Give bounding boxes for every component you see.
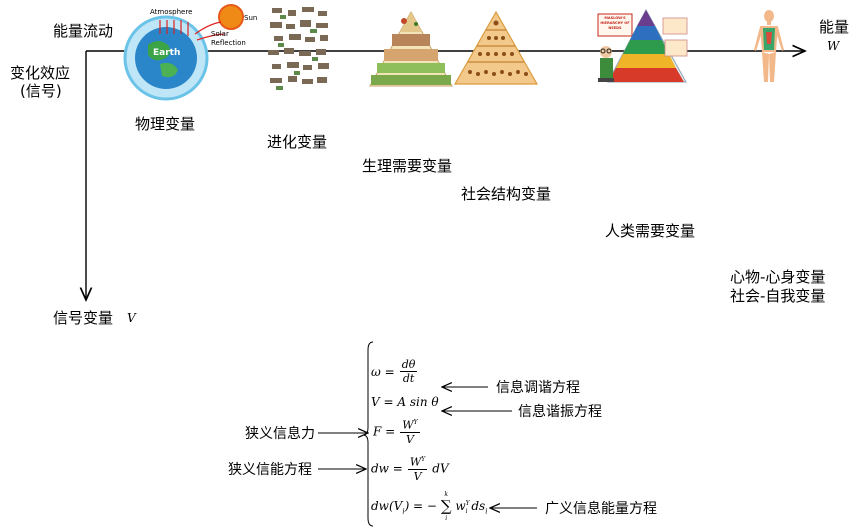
eq-dw-fraction: WY V — [407, 453, 428, 483]
eq-force: F = WY V — [373, 416, 420, 446]
stage-human-needs-label: 人类需要变量 — [605, 222, 696, 240]
eq-dw-den: V — [413, 469, 422, 483]
eq-general-sum: ∑ — [440, 497, 452, 515]
stage-social-structure-label: 社会结构变量 — [461, 185, 552, 203]
solar-text: Solar — [211, 30, 229, 38]
eq-general-sum-bottom: i — [445, 515, 448, 522]
stage-physiological-label: 生理需要变量 — [362, 157, 453, 175]
eq-general-ds-sub: i — [485, 507, 488, 516]
general-energy-label: 广义信息能量方程 — [545, 501, 657, 517]
eq-general: dw(Vi) = − k ∑ i wYi dsi — [371, 490, 487, 523]
eq-omega-den: dt — [402, 372, 415, 385]
stage-social-self-label: 社会-自我变量 — [730, 287, 826, 305]
stage-mind-body-label: 心物-心身变量 — [730, 268, 826, 286]
eq-omega-fraction: dθ dt — [399, 358, 418, 385]
eq-omega: ω = dθ dt — [371, 358, 418, 385]
energy-flow-label: 能量流动 — [53, 22, 114, 40]
narrow-force-label: 狭义信息力 — [245, 426, 315, 442]
signal-symbol: V — [127, 311, 136, 325]
eq-general-w-sub: i — [465, 508, 468, 516]
stage-evolution-label: 进化变量 — [267, 133, 328, 151]
eq-dw-tail: dV — [432, 461, 449, 476]
eq-general-ds: ds — [471, 499, 486, 513]
eq-general-w: w — [455, 499, 466, 513]
eq-dw: dw = WY V dV — [371, 453, 449, 483]
energy-symbol: W — [827, 39, 840, 53]
eq-force-num-sup: Y — [413, 419, 418, 426]
eq-force-num: W — [402, 418, 414, 432]
maslow-title-text: MASLOW'S HIERARCHY OF NEEDS — [600, 16, 630, 30]
sun-text: Sun — [244, 14, 258, 22]
signal-resonance-label: 信息谐振方程 — [518, 404, 602, 420]
eq-omega-num: dθ — [399, 358, 418, 372]
signal-paren-label: (信号) — [20, 82, 62, 100]
atmosphere-text: Atmosphere — [150, 8, 193, 16]
earth-text: Earth — [153, 48, 181, 58]
signal-tuning-label: 信息调谐方程 — [496, 380, 580, 396]
eq-general-sum-top: k — [444, 491, 448, 498]
eq-force-den: V — [405, 432, 414, 446]
energy-axis-label: 能量 — [819, 18, 850, 36]
eq-v: V = A sin θ — [371, 395, 439, 409]
eq-force-lhs: F = — [373, 424, 396, 439]
eq-dw-num-sup: Y — [421, 456, 426, 463]
signal-variable-label: 信号变量 — [53, 309, 114, 327]
eq-force-fraction: WY V — [400, 416, 420, 446]
eq-general-lhs-sub: i — [402, 507, 405, 516]
change-effect-label: 变化效应 — [10, 64, 71, 82]
eq-dw-lhs: dw = — [371, 461, 403, 476]
stage-physical-label: 物理变量 — [135, 115, 196, 133]
eq-general-close: ) = − — [404, 499, 437, 513]
eq-omega-lhs: ω = — [371, 365, 395, 379]
reflection-text: Reflection — [211, 39, 246, 47]
eq-general-w-sup: Y — [465, 500, 470, 507]
eq-general-lhs: dw(V — [371, 499, 403, 513]
eq-dw-num: W — [409, 455, 422, 469]
narrow-energy-label: 狭义信能方程 — [228, 462, 312, 478]
